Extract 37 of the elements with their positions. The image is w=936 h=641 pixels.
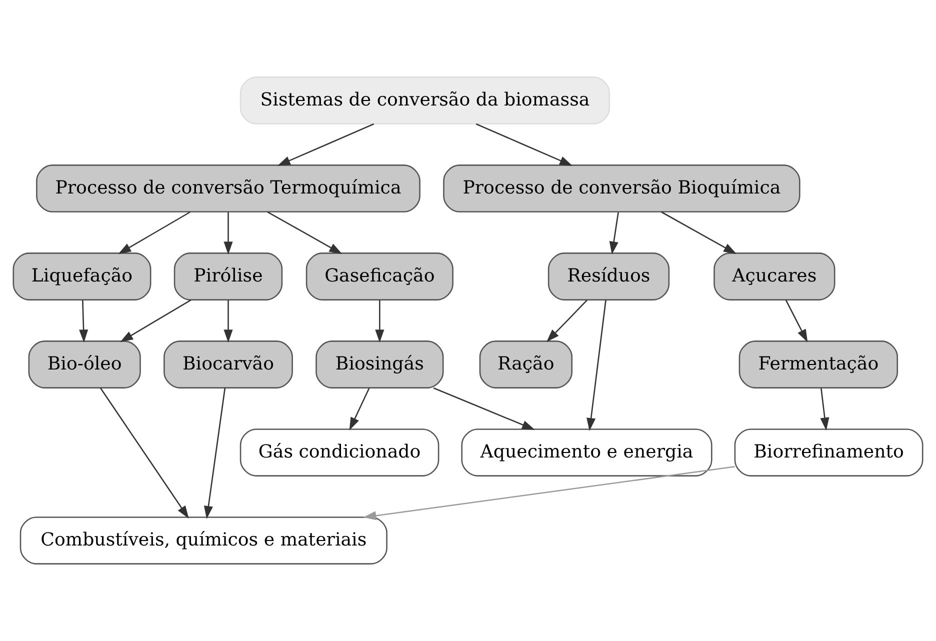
arrow [224,212,233,255]
node-box: Açucares [714,252,836,300]
arrow [100,388,189,519]
node-box: Liquefação [12,252,152,300]
arrow [546,300,588,342]
node-box: Gaseficação [306,252,454,300]
node-box: Processo de conversão Termoquímica [36,164,420,212]
node-box: Pirólise [174,252,283,300]
arrow [609,212,619,255]
node-box: Resíduos [548,252,670,300]
arrow [204,388,226,519]
arrow [349,388,370,430]
node-box: Sistemas de conversão da biomassa [240,76,610,124]
node-box: Ração [479,340,573,388]
arrow [120,299,192,342]
arrow [118,211,191,254]
node-box: Gás condicionado [240,428,440,476]
arrow [661,211,737,254]
node-box: Bio-óleo [28,340,141,388]
arrow [267,211,342,254]
arrow [476,123,573,166]
arrow [363,466,735,520]
arrow [785,300,808,342]
arrow [433,387,535,430]
node-box: Processo de conversão Bioquímica [443,164,800,212]
arrow [277,123,374,166]
arrow [586,300,606,431]
node-box: Biorrefinamento [734,428,924,476]
node-box: Biocarvão [164,340,293,388]
node-box: Biosingás [316,340,444,388]
node-box: Combustíveis, químicos e materiais [20,516,388,564]
arrow [375,300,384,343]
arrow [224,300,233,343]
arrow [820,388,830,431]
arrow [79,300,88,343]
node-box: Aquecimento e energia [461,428,712,476]
node-box: Fermentação [738,340,898,388]
